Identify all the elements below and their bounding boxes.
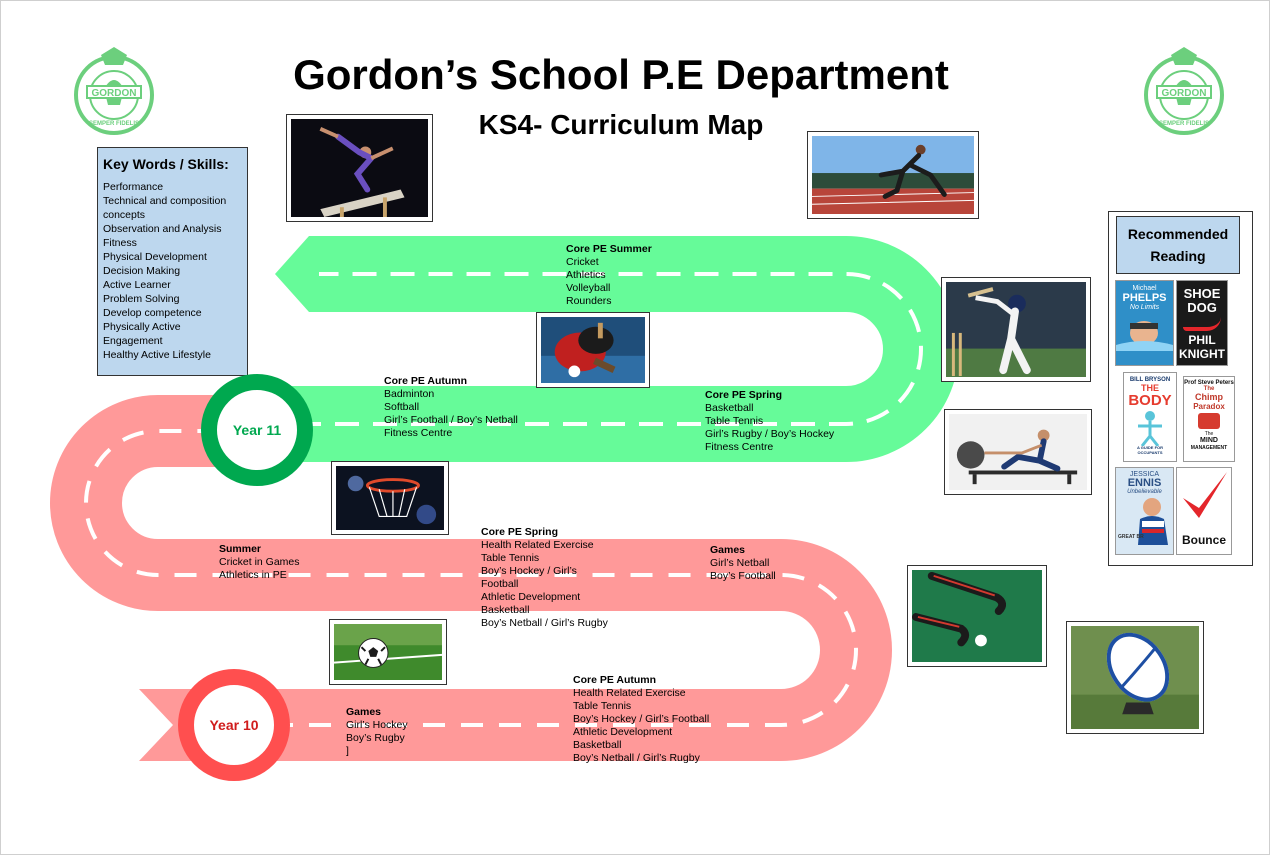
block-heading: Summer — [219, 543, 262, 555]
year10-autumn-block: Core PE Autumn Health Related Exercise T… — [573, 674, 709, 765]
key-word-item: Physically Active — [103, 321, 181, 333]
block-item: Boy’s Netball / Girl’s Rugby — [481, 617, 608, 629]
year11-ring: Year 11 — [201, 374, 313, 486]
bounce-book-icon: Bounce — [1176, 467, 1232, 555]
page-title: Gordon’s School P.E Department — [293, 51, 949, 98]
block-heading: Core PE Autumn — [384, 375, 468, 387]
the-body-book-icon: BILL BRYSON THE BODY A GUIDE FOR OCCUPAN… — [1123, 372, 1177, 462]
block-item: Basketball — [705, 402, 754, 414]
key-word-item: Decision Making — [103, 265, 181, 277]
block-item: Health Related Exercise — [573, 687, 686, 699]
key-word-item: Problem Solving — [103, 293, 180, 305]
table-tennis-photo-icon — [536, 312, 650, 388]
key-word-item: Active Learner — [103, 279, 171, 291]
block-item: Fitness Centre — [384, 427, 453, 439]
svg-text:GORDON: GORDON — [1162, 88, 1207, 99]
block-item: Table Tennis — [481, 552, 540, 564]
block-heading: Core PE Spring — [705, 389, 783, 401]
year11-road — [259, 236, 959, 462]
year11-autumn-block: Core PE Autumn Badminton Softball Girl’s… — [384, 375, 518, 440]
key-word-item: Healthy Active Lifestyle — [103, 349, 211, 361]
school-crest-icon-left: GORDON SEMPER FIDELIS — [74, 47, 154, 135]
svg-text:SEMPER FIDELIS: SEMPER FIDELIS — [89, 121, 139, 127]
block-item: Athletics — [566, 269, 606, 281]
phelps-book-icon: Michael PHELPS No Limits — [1115, 280, 1174, 366]
block-item: Athletics in PE — [219, 569, 287, 581]
cricket-photo-icon — [941, 277, 1091, 382]
block-item: Rounders — [566, 295, 612, 307]
block-item: Boy’s Hockey / Girl’s Football — [573, 713, 710, 725]
key-word-item: Fitness — [103, 237, 137, 249]
block-item: ] — [346, 745, 349, 757]
key-word-item: Develop competence — [103, 307, 202, 319]
shoe-dog-book-icon: SHOE DOG PHIL KNIGHT — [1176, 280, 1228, 366]
block-heading: Games — [346, 706, 382, 718]
hockey-sticks-photo-icon — [907, 565, 1047, 667]
netball-hoop-photo-icon — [331, 461, 449, 535]
year10-games-bottom-block: Games Girl’s Hockey Boy’s Rugby ] — [346, 706, 408, 758]
svg-text:SEMPER FIDELIS: SEMPER FIDELIS — [1159, 121, 1209, 127]
rowing-machine-photo-icon — [944, 409, 1092, 495]
rugby-ball-photo-icon — [1066, 621, 1204, 734]
block-item: Softball — [384, 401, 420, 413]
recommended-reading-heading: Recommended Reading — [1116, 216, 1240, 274]
recommended-reading-panel: Recommended Reading Michael PHELPS No Li… — [1108, 211, 1253, 566]
block-heading: Core PE Autumn — [573, 674, 657, 686]
block-item: Health Related Exercise — [481, 539, 594, 551]
block-item: Fitness Centre — [705, 441, 774, 453]
svg-text:GORDON: GORDON — [92, 88, 137, 99]
year10-summer-block: Summer Cricket in Games Athletics in PE — [219, 543, 300, 582]
unbelievable-book-icon: JESSICA ENNIS Unbelievable GREAT BR — [1115, 467, 1174, 555]
football-photo-icon — [329, 619, 447, 685]
block-item: Boy’s Netball / Girl’s Rugby — [573, 752, 700, 764]
block-item: Table Tennis — [573, 700, 632, 712]
key-word-item: Technical and composition concepts — [103, 195, 227, 221]
key-words-panel: Key Words / Skills: Performance Technica… — [97, 147, 248, 376]
year10-spring-block: Core PE Spring Health Related Exercise T… — [481, 526, 608, 630]
key-word-item: Physical Development — [103, 251, 207, 263]
block-heading: Games — [710, 544, 746, 556]
block-item: Cricket in Games — [219, 556, 300, 568]
year11-spring-block: Core PE Spring Basketball Table Tennis G… — [705, 389, 834, 454]
sprinter-photo-icon — [807, 131, 979, 219]
block-item: Boy’s Rugby — [346, 732, 405, 744]
block-item: Girl’s Rugby / Boy’s Hockey — [705, 428, 835, 440]
page-subtitle: KS4- Curriculum Map — [478, 109, 764, 140]
key-words-heading: Key Words / Skills: — [103, 156, 229, 172]
block-item: Athletic Development — [573, 726, 673, 738]
block-item: Boy’s Football — [710, 570, 776, 582]
year11-summer-block: Core PE Summer Cricket Athletics Volleyb… — [566, 243, 652, 308]
block-item: Athletic Development — [481, 591, 581, 603]
block-item: Girl’s Football / Boy’s Netball — [384, 414, 518, 426]
block-item: Table Tennis — [705, 415, 764, 427]
block-item: Boy’s Hockey / Girl’s — [481, 565, 577, 577]
block-heading: Core PE Spring — [481, 526, 559, 538]
year10-ring: Year 10 — [178, 669, 290, 781]
block-item: Basketball — [573, 739, 622, 751]
block-item: Basketball — [481, 604, 530, 616]
key-word-item: Engagement — [103, 335, 163, 347]
block-item: Badminton — [384, 388, 435, 400]
key-word-item: Observation and Analysis — [103, 223, 222, 235]
block-item: Girl’s Netball — [710, 557, 770, 569]
block-item: Volleyball — [566, 282, 611, 294]
block-heading: Core PE Summer — [566, 243, 652, 255]
school-crest-icon-right: GORDON SEMPER FIDELIS — [1144, 47, 1224, 135]
key-word-item: Performance — [103, 181, 164, 193]
gymnast-photo-icon — [286, 114, 433, 222]
block-item: Girl’s Hockey — [346, 719, 408, 731]
block-item: Football — [481, 578, 519, 590]
year10-games-top-block: Games Girl’s Netball Boy’s Football — [710, 544, 776, 583]
block-item: Cricket — [566, 256, 599, 268]
chimp-paradox-book-icon: Prof Steve Peters The Chimp Paradox The … — [1183, 376, 1235, 462]
